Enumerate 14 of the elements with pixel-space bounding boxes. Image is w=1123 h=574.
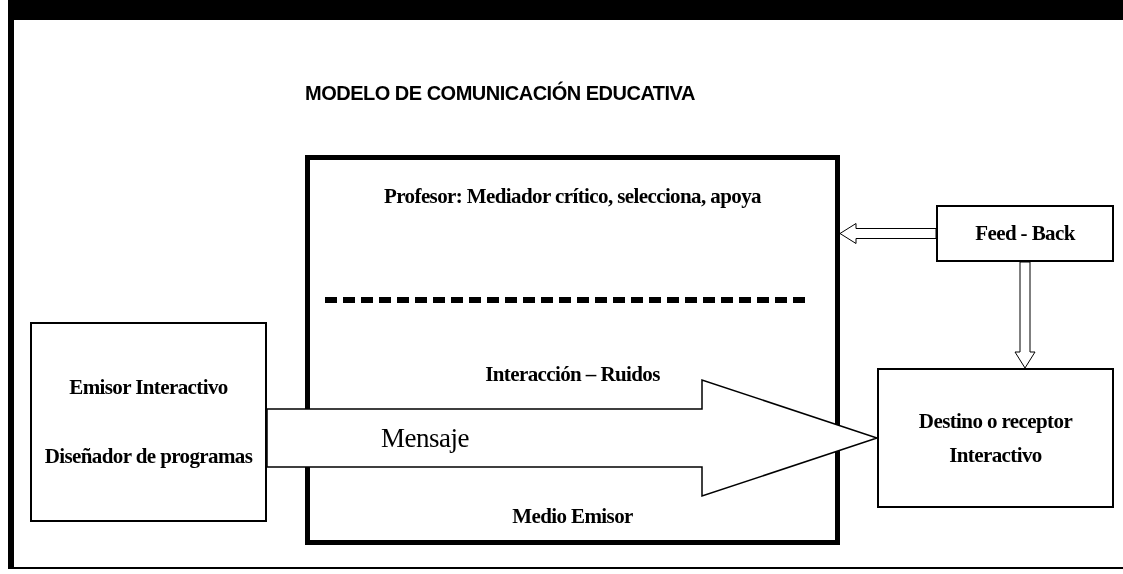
block-arrow xyxy=(1014,261,1036,369)
node-text: Diseñador de programas xyxy=(44,443,253,470)
node-text: Interacción – Ruidos xyxy=(484,361,661,388)
block-arrow xyxy=(266,378,880,498)
node-text: Medio Emisor xyxy=(511,503,634,530)
node-text: Feed - Back xyxy=(975,220,1075,247)
block-arrow xyxy=(839,223,937,244)
node-text: Destino o receptor Interactivo xyxy=(917,408,1074,469)
diagram-title: MODELO DE COMUNICACIÓN EDUCATIVA xyxy=(305,82,696,105)
process-box xyxy=(877,368,1114,508)
node-text: Profesor: Mediador crítico, selecciona, apoya xyxy=(383,183,762,210)
process-box xyxy=(30,322,267,522)
process-box xyxy=(936,205,1114,262)
node-text: Emisor Interactivo xyxy=(69,374,228,401)
